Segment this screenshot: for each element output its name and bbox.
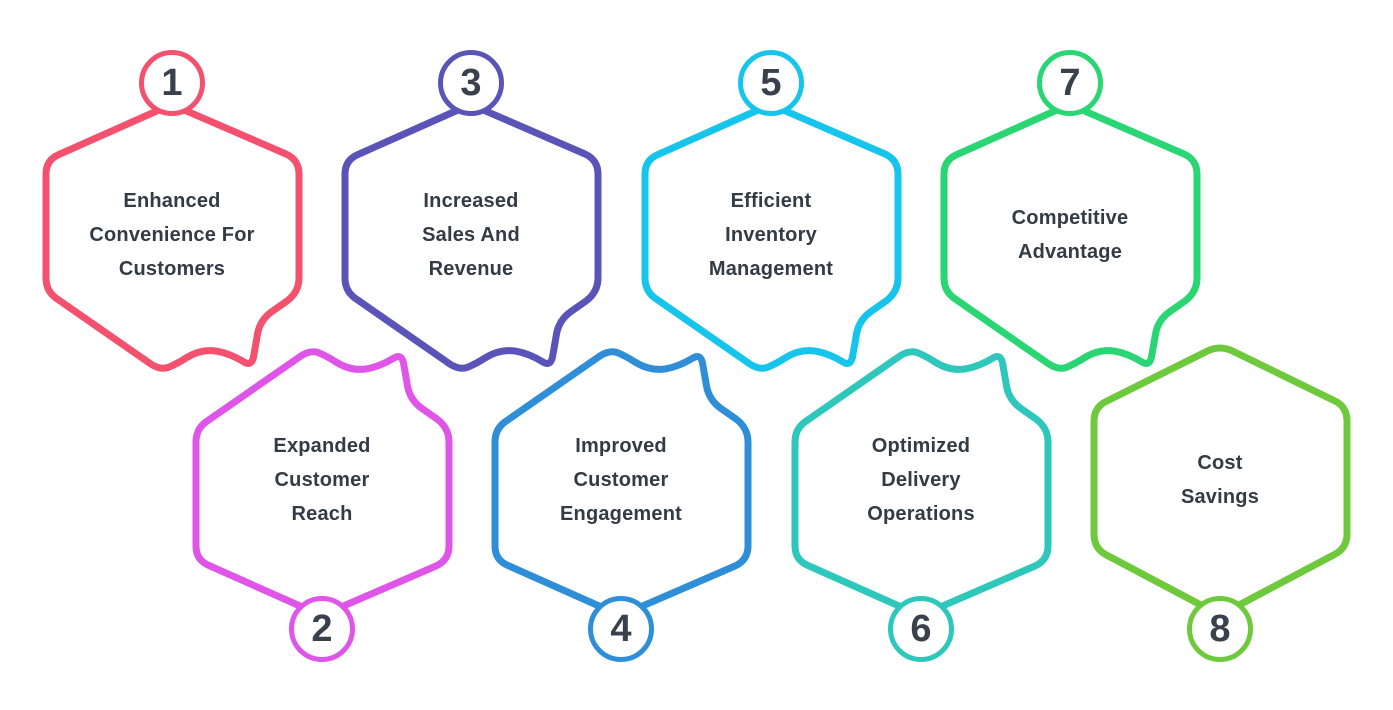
- hexagon-outline: [491, 348, 752, 617]
- bubble-title: Cost Savings: [1180, 452, 1260, 508]
- bubble-number: 7: [1059, 62, 1081, 104]
- bubble-title: Increased Sales And Revenue: [422, 190, 520, 280]
- bubble-number-badge: 2: [289, 596, 355, 662]
- hexagon-bubble-shape: [940, 103, 1201, 372]
- bubble-number: 4: [610, 608, 632, 650]
- bubble-title: Improved Customer Engagement: [559, 435, 683, 525]
- hexagon-outline: [42, 103, 303, 372]
- benefit-bubble-5: 5 Efficient Inventory Management: [637, 50, 905, 386]
- bubble-title: Efficient Inventory Management: [708, 190, 834, 280]
- hexagon-outline: [341, 103, 602, 372]
- bubble-title: Competitive Advantage: [1011, 207, 1129, 263]
- bubble-title: Enhanced Convenience For Customers: [89, 190, 255, 280]
- bubble-number: 5: [760, 62, 782, 104]
- bubble-number: 1: [161, 62, 183, 104]
- bubble-number: 6: [910, 608, 932, 650]
- bubble-number-badge: 3: [438, 50, 504, 116]
- bubble-number-badge: 6: [888, 596, 954, 662]
- bubble-number: 2: [311, 608, 333, 650]
- hexagon-bubble-shape: [641, 103, 902, 372]
- bubble-number-badge: 8: [1187, 596, 1253, 662]
- benefit-bubble-3: 3 Increased Sales And Revenue: [337, 50, 605, 386]
- bubble-number-badge: 4: [588, 596, 654, 662]
- hexagon-bubble-shape: [192, 348, 453, 617]
- hexagon-bubble-shape: [791, 348, 1052, 617]
- benefit-bubble-7: 7 Competitive Advantage: [936, 50, 1204, 386]
- hexagon-bubble-shape: [42, 103, 303, 372]
- hexagon-outline: [192, 348, 453, 617]
- hexagon-outline: [791, 348, 1052, 617]
- hexagon-bubble-shape: [491, 348, 752, 617]
- hexagon-outline: [940, 103, 1201, 372]
- hexagon-outline: [641, 103, 902, 372]
- bubble-number: 8: [1209, 608, 1231, 650]
- bubble-number-badge: 7: [1037, 50, 1103, 116]
- benefit-bubble-2: 2 Expanded Customer Reach: [188, 334, 456, 662]
- benefit-bubble-4: 4 Improved Customer Engagement: [487, 334, 755, 662]
- hexagon-bubble-shape: [341, 103, 602, 372]
- benefit-bubble-1: 1 Enhanced Convenience For Customers: [38, 50, 306, 386]
- bubble-title: Expanded Customer Reach: [273, 435, 371, 525]
- bubble-title: Optimized Delivery Operations: [867, 435, 975, 525]
- benefit-bubble-6: 6 Optimized Delivery Operations: [787, 334, 1055, 662]
- bubble-number: 3: [460, 62, 482, 104]
- benefit-bubble-8: 8 Cost Savings: [1086, 334, 1354, 662]
- bubble-number-badge: 1: [139, 50, 205, 116]
- bubble-number-badge: 5: [738, 50, 804, 116]
